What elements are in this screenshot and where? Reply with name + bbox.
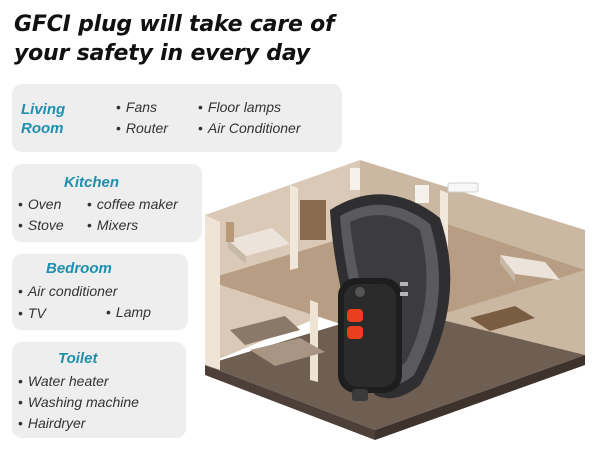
kitchen-card: Kitchen Oven coffee maker Stove Mixers (12, 164, 202, 242)
list-item: Floor lamps (198, 99, 281, 115)
list-item: TV (18, 305, 46, 321)
bedroom-title: Bedroom (46, 260, 112, 277)
list-item: Fans (116, 99, 157, 115)
living-room-title: Living Room (21, 101, 66, 137)
headline: GFCI plug will take care of your safety … (14, 10, 434, 68)
list-item: Oven (18, 196, 61, 212)
headline-line-2: your safety in every day (14, 41, 310, 66)
list-item: Hairdryer (18, 415, 86, 431)
list-item: Mixers (87, 217, 138, 233)
kitchen-title: Kitchen (64, 174, 120, 191)
list-item: Water heater (18, 373, 109, 389)
living-room-card: Living Room Fans Floor lamps Router Air … (12, 84, 342, 152)
list-item: Washing machine (18, 394, 139, 410)
list-item: Router (116, 120, 168, 136)
toilet-card: Toilet Water heater Washing machine Hair… (12, 342, 186, 438)
toilet-title: Toilet (58, 350, 98, 367)
list-item: coffee maker (87, 196, 178, 212)
list-item: Lamp (106, 304, 151, 320)
gfci-plug (338, 278, 408, 401)
list-item: Stove (18, 217, 64, 233)
list-item: Air conditioner (18, 283, 118, 299)
list-item: Air Conditioner (198, 120, 301, 136)
bedroom-card: Bedroom Air conditioner TV Lamp (12, 254, 188, 330)
headline-line-1: GFCI plug will take care of (14, 12, 335, 37)
